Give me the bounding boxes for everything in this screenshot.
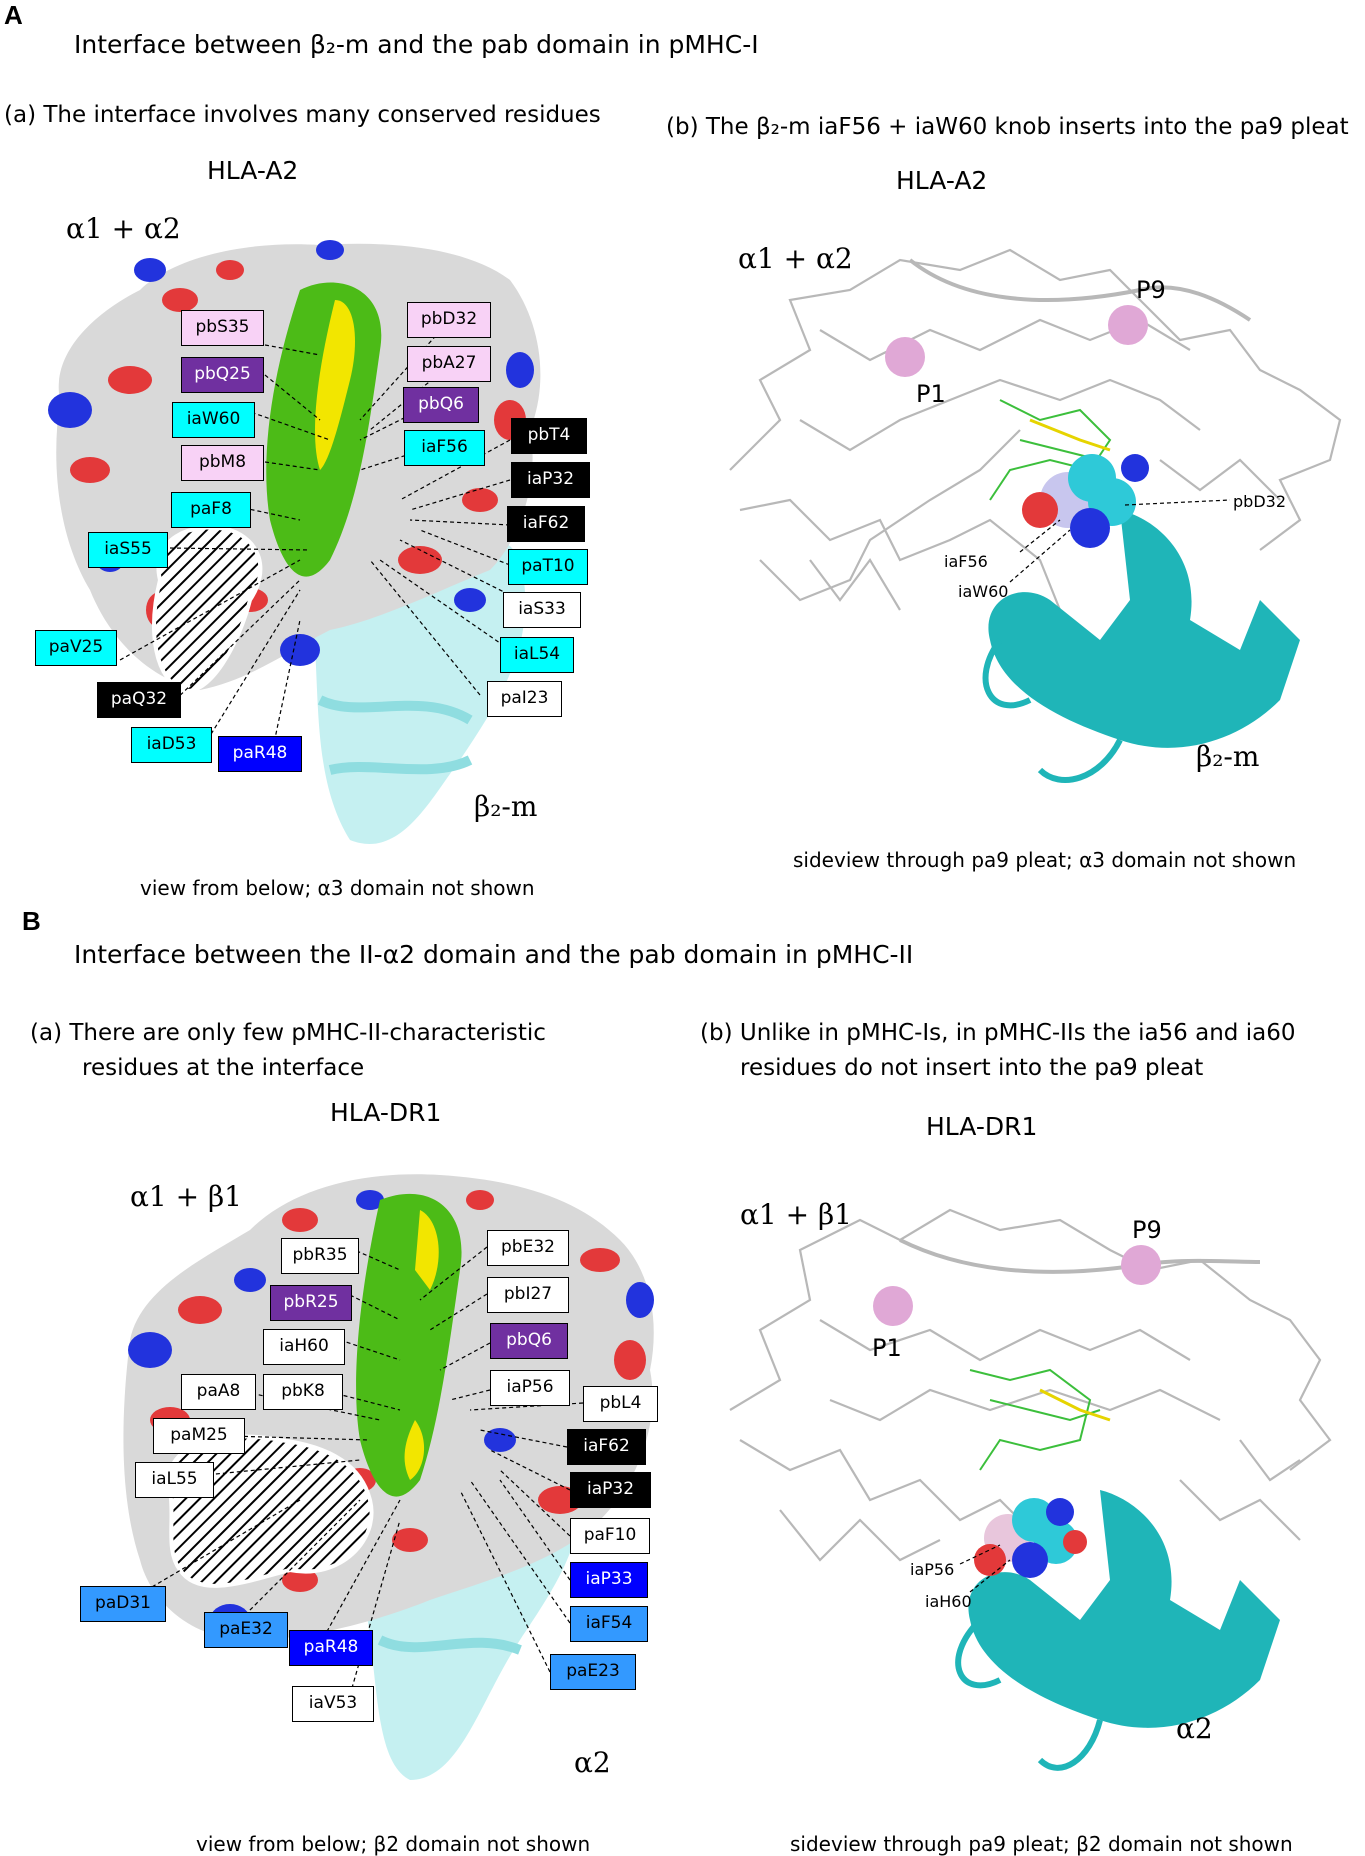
residue-label-pbQ25: pbQ25 [181,357,264,393]
residue-label-pbK8: pbK8 [263,1374,343,1410]
panel-a-right-b2m-label: β₂-m [1196,740,1260,773]
panel-a-right-domain-label: α1 + α2 [738,242,853,275]
panel-b-letter: B [22,906,41,936]
panel-a-letter: A [4,0,23,30]
residue-label-pbI27: pbI27 [487,1277,569,1313]
panel-a-sub-a: (a) The interface involves many conserve… [4,102,601,128]
residue-label-iaS33: iaS33 [503,592,581,628]
residue-label-iaL54: iaL54 [500,637,574,673]
residue-label-pbT4: pbT4 [511,418,587,454]
residue-label-pbR25: pbR25 [270,1285,352,1321]
panel-a-left-domain-label: α1 + α2 [66,212,181,245]
residue-label-paE23: paE23 [550,1654,636,1690]
residue-label-iaL55: iaL55 [135,1462,214,1498]
panel-b-right-label-iaH60: iaH60 [925,1592,972,1611]
residue-label-iaW60: iaW60 [172,402,255,438]
residue-label-iaD53: iaD53 [131,727,212,763]
residue-label-pbS35: pbS35 [181,310,264,346]
panel-b-title: Interface between the II-α2 domain and t… [74,940,914,969]
panel-b-right-domain-label: α1 + β1 [740,1198,852,1231]
residue-label-paF8: paF8 [171,492,251,528]
residue-label-iaP56: iaP56 [490,1370,570,1406]
panel-a-title: Interface between β₂-m and the pab domai… [74,30,759,59]
panel-a-right-label-iaW60: iaW60 [958,582,1009,601]
residue-label-iaS55: iaS55 [88,532,168,568]
residue-label-paQ32: paQ32 [97,682,181,718]
residue-label-paT10: paT10 [508,549,588,585]
panel-b-sub-a-line2: residues at the interface [82,1055,365,1081]
panel-a-right-caption: sideview through pa9 pleat; α3 domain no… [793,848,1297,872]
residue-label-pbD32: pbD32 [407,302,491,338]
panel-b-sub-a-line1: (a) There are only few pMHC-II-character… [30,1020,546,1046]
residue-label-pbL4: pbL4 [583,1386,658,1422]
residue-label-paI23: paI23 [487,681,562,717]
panel-b-right-caption: sideview through pa9 pleat; β2 domain no… [790,1832,1293,1856]
panel-a-left-b2m-label: β₂-m [474,790,538,823]
panel-a-p1-label: P1 [916,380,946,408]
panel-b-p1-label: P1 [872,1334,902,1362]
panel-b-sub-b-line1: (b) Unlike in pMHC-Is, in pMHC-IIs the i… [700,1020,1296,1046]
panel-a-right-label-iaF56: iaF56 [944,552,988,571]
panel-a-left-protein-name: HLA-A2 [207,156,299,185]
residue-label-iaF56: iaF56 [404,430,485,466]
residue-label-iaP32: iaP32 [511,462,590,498]
panel-b-right-label-iaP56: iaP56 [910,1560,955,1579]
residue-label-paR48: paR48 [218,736,302,772]
panel-a-left-caption: view from below; α3 domain not shown [140,876,535,900]
panel-b-p9-label: P9 [1132,1216,1162,1244]
panel-b-left-domain-label: α1 + β1 [130,1180,242,1213]
residue-label-paF10: paF10 [570,1518,650,1554]
residue-label-paV25: paV25 [35,630,117,666]
residue-label-iaF62: iaF62 [567,1429,646,1465]
residue-label-iaF62: iaF62 [507,506,585,542]
panel-a-right-label-pbD32: pbD32 [1233,492,1286,511]
residue-label-iaH60: iaH60 [263,1329,345,1365]
residue-label-paD31: paD31 [80,1586,166,1622]
residue-label-pbM8: pbM8 [181,445,264,481]
panel-b-right-a2-label: α2 [1176,1712,1213,1745]
residue-label-iaP33: iaP33 [570,1562,648,1598]
residue-label-iaP32: iaP32 [570,1472,651,1508]
residue-label-paE32: paE32 [204,1612,288,1648]
residue-label-paR48: paR48 [289,1630,373,1666]
residue-label-pbQ6: pbQ6 [403,387,479,423]
residue-label-pbQ6: pbQ6 [490,1323,568,1359]
panel-b-right-protein-name: HLA-DR1 [926,1112,1038,1141]
residue-label-iaV53: iaV53 [292,1686,374,1722]
panel-b-left-protein-name: HLA-DR1 [330,1098,442,1127]
panel-b-left-a2-label: α2 [574,1746,611,1779]
residue-label-pbE32: pbE32 [487,1230,569,1266]
residue-label-paM25: paM25 [153,1418,245,1454]
panel-a-sub-b: (b) The β₂-m iaF56 + iaW60 knob inserts … [666,114,1349,140]
residue-label-pbA27: pbA27 [407,346,491,382]
residue-label-paA8: paA8 [181,1374,256,1410]
residue-label-pbR35: pbR35 [281,1238,359,1274]
panel-a-right-protein-name: HLA-A2 [896,166,988,195]
panel-a-p9-label: P9 [1136,276,1166,304]
residue-label-iaF54: iaF54 [570,1606,648,1642]
panel-b-sub-b-line2: residues do not insert into the pa9 plea… [740,1055,1204,1081]
